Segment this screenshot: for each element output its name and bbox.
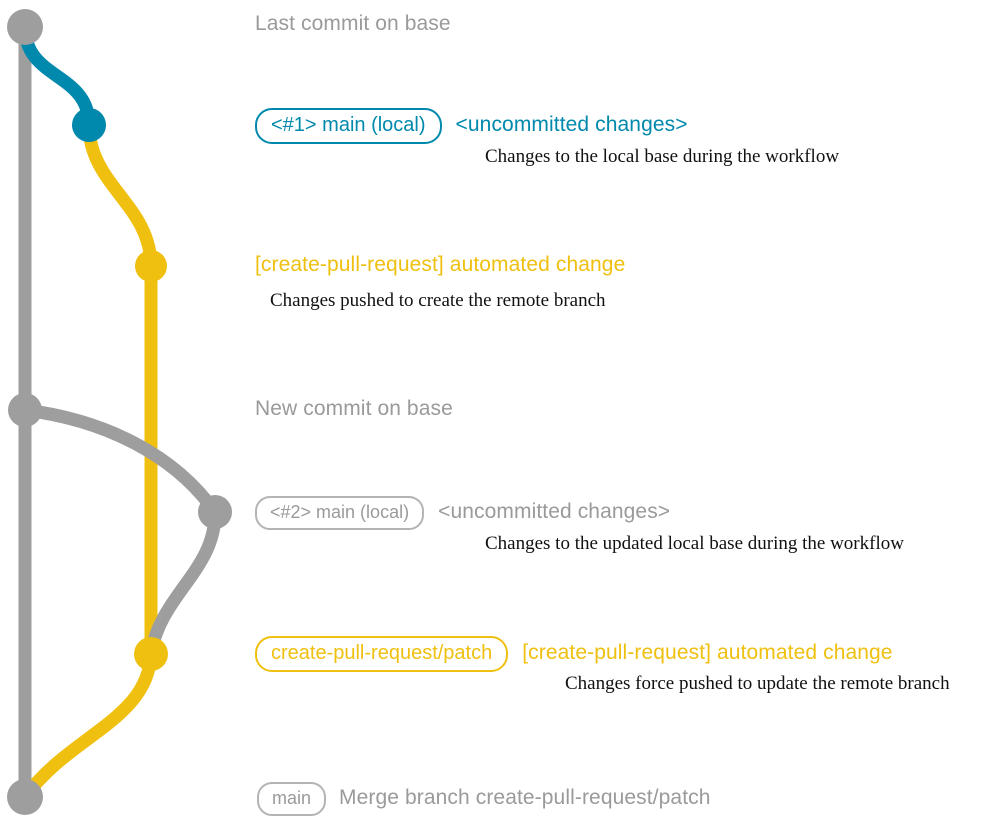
node-automated-change-2[interactable]: [134, 637, 168, 671]
node-local-change-1[interactable]: [72, 108, 106, 142]
commit-subject-merge-commit: Merge branch create-pull-request/patch: [339, 786, 711, 809]
commit-subject-automated-change-2: [create-pull-request] automated change: [522, 641, 893, 664]
edge-remote-2-to-merge: [18, 647, 158, 804]
node-merge-commit[interactable]: [7, 779, 43, 815]
ref-pill-wrap-automated-change-2: create-pull-request/patch: [255, 636, 509, 672]
row-last-commit-on-base: Last commit on base: [255, 12, 451, 36]
commit-subject-new-commit-on-base: New commit on base: [255, 397, 453, 420]
ref-pill-wrap-merge-commit: main: [257, 782, 327, 816]
ref-pill-main[interactable]: main: [257, 782, 327, 816]
ref-pill-main-local-1[interactable]: <#1> main (local): [255, 108, 442, 144]
commit-subject-local-change-2: <uncommitted changes>: [438, 500, 671, 523]
row-local-change-1: <#1> main (local) <uncommitted changes>: [255, 108, 688, 144]
ref-pill-wrap-local-change-1: <#1> main (local): [255, 108, 442, 144]
row-new-commit-on-base: New commit on base: [255, 397, 453, 421]
row-automated-change-1: [create-pull-request] automated change: [255, 253, 625, 277]
commit-description-automated-change-2: Changes force pushed to update the remot…: [565, 673, 950, 694]
ref-pill-main-local-2[interactable]: <#2> main (local): [255, 496, 425, 530]
edge-base-to-local-2: [18, 403, 222, 519]
row-automated-change-2: create-pull-request/patch [create-pull-r…: [255, 636, 893, 672]
ref-pill-wrap-local-change-2: <#2> main (local): [255, 496, 425, 530]
edge-local-1-to-remote-1: [82, 118, 158, 273]
node-local-change-2[interactable]: [198, 495, 232, 529]
node-new-commit-on-base[interactable]: [8, 393, 42, 427]
commit-subject-last-commit-on-base: Last commit on base: [255, 12, 451, 35]
edge-local-2-to-remote-2: [144, 505, 222, 661]
ref-pill-create-pull-request-patch[interactable]: create-pull-request/patch: [255, 636, 509, 672]
row-merge-commit: main Merge branch create-pull-request/pa…: [257, 782, 711, 816]
commit-description-local-change-1: Changes to the local base during the wor…: [485, 146, 840, 167]
node-last-commit-on-base[interactable]: [7, 9, 43, 45]
row-local-change-2: <#2> main (local) <uncommitted changes>: [255, 496, 670, 530]
node-automated-change-1[interactable]: [135, 250, 167, 282]
commit-description-local-change-2: Changes to the updated local base during…: [485, 533, 904, 554]
commit-description-automated-change-1: Changes pushed to create the remote bran…: [270, 290, 606, 311]
commit-subject-automated-change-1: [create-pull-request] automated change: [255, 253, 626, 276]
commit-subject-local-change-1: <uncommitted changes>: [455, 113, 688, 136]
